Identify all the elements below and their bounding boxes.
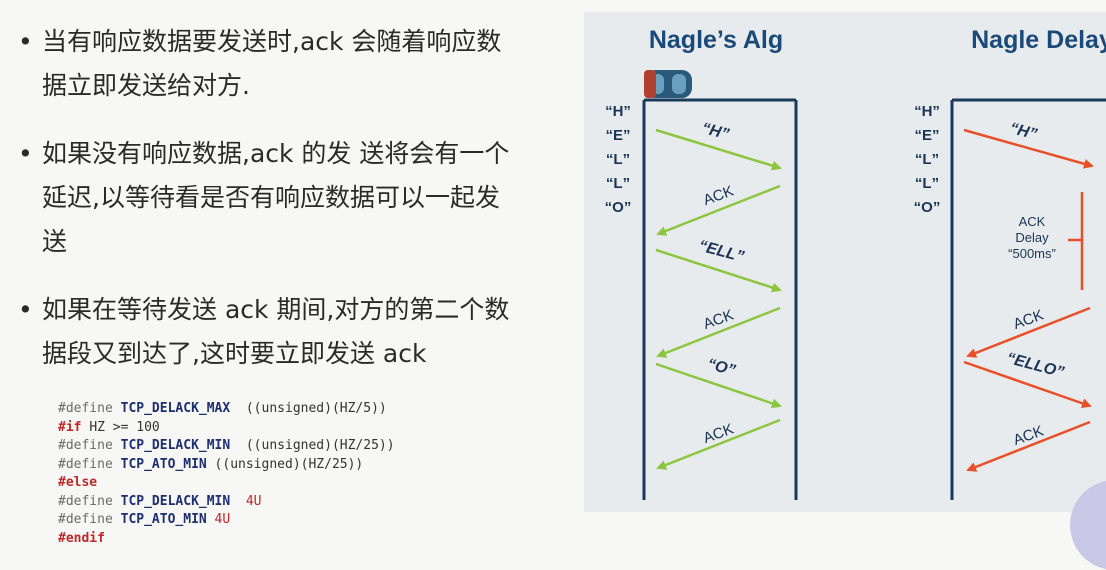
bullet-line: 如果没有响应数据,ack 的发 送将会有一个 [42,139,510,168]
code-line: #define TCP_DELACK_MAX ((unsigned)(HZ/5)… [58,401,387,416]
arrow-ack-3 [656,418,781,470]
letter-h: “H” [605,103,631,120]
bullet-marker: • [18,139,33,168]
arrow-ello-send [963,360,1092,409]
bullet-line: 据段又到达了,这时要立即发送 ack [42,339,427,368]
code-snippet: #define TCP_DELACK_MAX ((unsigned)(HZ/5)… [58,400,478,548]
code-line: #if HZ >= 100 [58,419,160,435]
delay-label-500ms: “500ms” [1008,246,1056,261]
nagle-diagram: Nagle’s Alg Nagle Delay “H” “E” “L” “L” … [584,12,1106,512]
label-h-delay: “H” [1008,120,1039,144]
letter-l: “L” [915,151,939,168]
label-h: “H” [700,120,731,144]
diagram-svg: Nagle’s Alg Nagle Delay “H” “E” “L” “L” … [605,26,1106,500]
letter-e: “E” [914,127,939,144]
delay-label-delay: Delay [1015,230,1049,245]
letter-e: “E” [605,127,630,144]
letter-l: “L” [606,151,630,168]
left-letter-column: “H” “E” “L” “L” “O” [605,103,632,216]
arrow-ack-2 [656,306,781,358]
right-title: Nagle Delay [971,26,1106,54]
right-letter-column: “H” “E” “L” “L” “O” [914,103,941,216]
bullet-line: 送 [42,227,68,256]
arrow-o-send [655,362,782,409]
letter-o: “O” [914,199,941,216]
bullet-line: 当有响应数据要发送时,ack 会随着响应数 [42,27,502,56]
label-ell: “ELL” [697,237,746,265]
bullet-marker: • [18,27,33,56]
letter-h: “H” [914,103,940,120]
label-o: “O” [705,356,737,380]
code-line: #define TCP_ATO_MIN 4U [58,512,231,527]
bullet-marker: • [18,295,33,324]
label-ack-2: ACK [701,307,736,334]
arrow-ack-1 [656,184,781,236]
bullet-line: 据立即发送给对方. [42,71,250,100]
code-line: #endif [58,530,105,546]
label-ello: “ELLO” [1005,350,1066,382]
arrow-ack-delay-2 [966,420,1091,472]
bullet-line: 如果在等待发送 ack 期间,对方的第二个数 [42,295,510,324]
arrow-h-send [655,128,782,171]
letter-l: “L” [915,175,939,192]
arrow-ell-send [655,248,782,293]
code-line: #define TCP_ATO_MIN ((unsigned)(HZ/25)) [58,456,364,472]
cable-icon [644,70,692,98]
delay-label-ack: ACK [1019,214,1046,229]
arrow-ack-delay-1 [966,306,1091,358]
code-line: #else [58,475,98,490]
letter-l: “L” [606,175,630,192]
left-title: Nagle’s Alg [649,26,783,54]
label-ack-delay-1: ACK [1011,307,1046,334]
code-line: #define TCP_DELACK_MIN 4U [58,493,262,509]
code-line: #define TCP_DELACK_MIN ((unsigned)(HZ/25… [58,438,395,453]
arrow-h-send-delay [963,128,1094,169]
bullet-line: 延迟,以等待看是否有响应数据可以一起发 [42,183,500,212]
letter-o: “O” [605,199,632,216]
slide-text-panel: • 当有响应数据要发送时,ack 会随着响应数 据立即发送给对方. • 如果没有… [0,0,560,552]
